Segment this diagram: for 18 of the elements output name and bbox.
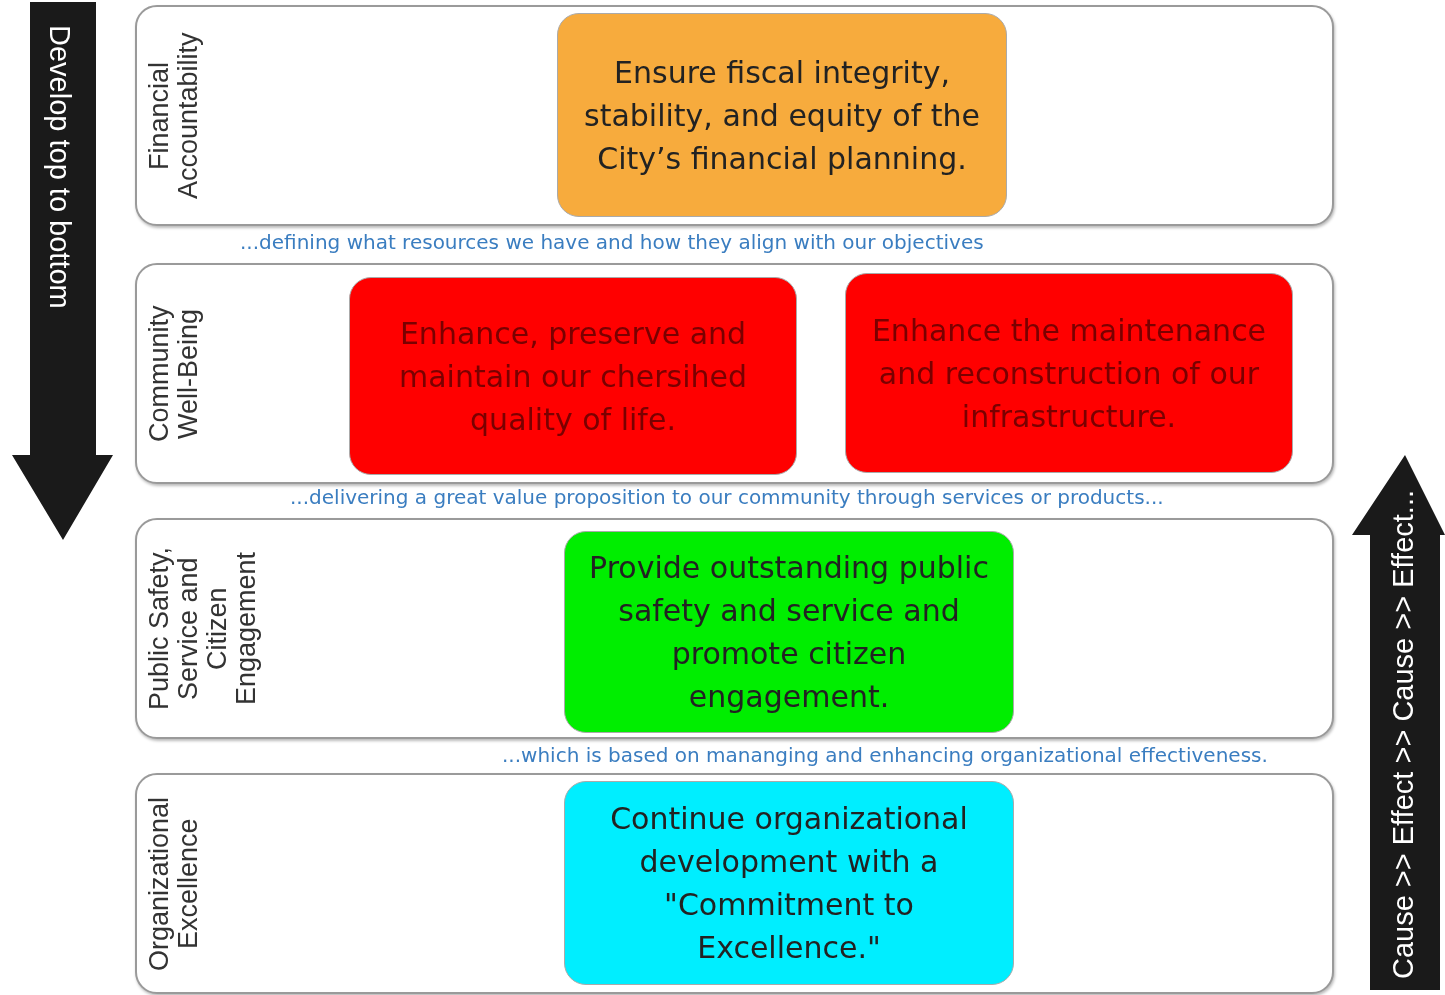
band-panel [135, 263, 1334, 484]
band-panel [135, 5, 1334, 226]
objective-box: Provide outstanding public safety and service and promote citizen engagement. [564, 531, 1014, 733]
arrow-label: Cause >> Effect >> Cause >> Effect... [1387, 490, 1420, 980]
band-panel [135, 773, 1334, 994]
objective-box: Enhance the maintenance and reconstruction of our infrastructure. [845, 273, 1293, 473]
band-panel [135, 518, 1334, 739]
band-title: Organizational Excellence [145, 795, 204, 973]
objective-box: Continue organizational development with a "Commitment to Excellence." [564, 781, 1014, 985]
connecting-phrase: ...which is based on mananging and enhancing organizational effectiveness. [502, 743, 1268, 767]
arrow-label: Develop top to bottom [43, 25, 76, 309]
objective-box: Ensure fiscal integrity, stability, and equity of the City’s financial planning. [557, 13, 1007, 217]
objective-box: Enhance, preserve and maintain our chersihed quality of life. [349, 277, 797, 475]
band-title: Public Safety, Service and Citizen Engagement [145, 545, 262, 713]
connecting-phrase: ...delivering a great value proposition to our community through services or products... [290, 485, 1164, 509]
band-title: Community Well-Being [145, 304, 204, 444]
connecting-phrase: ...defining what resources we have and how they align with our objectives [240, 230, 984, 254]
band-title: Financial Accountability [145, 31, 204, 201]
